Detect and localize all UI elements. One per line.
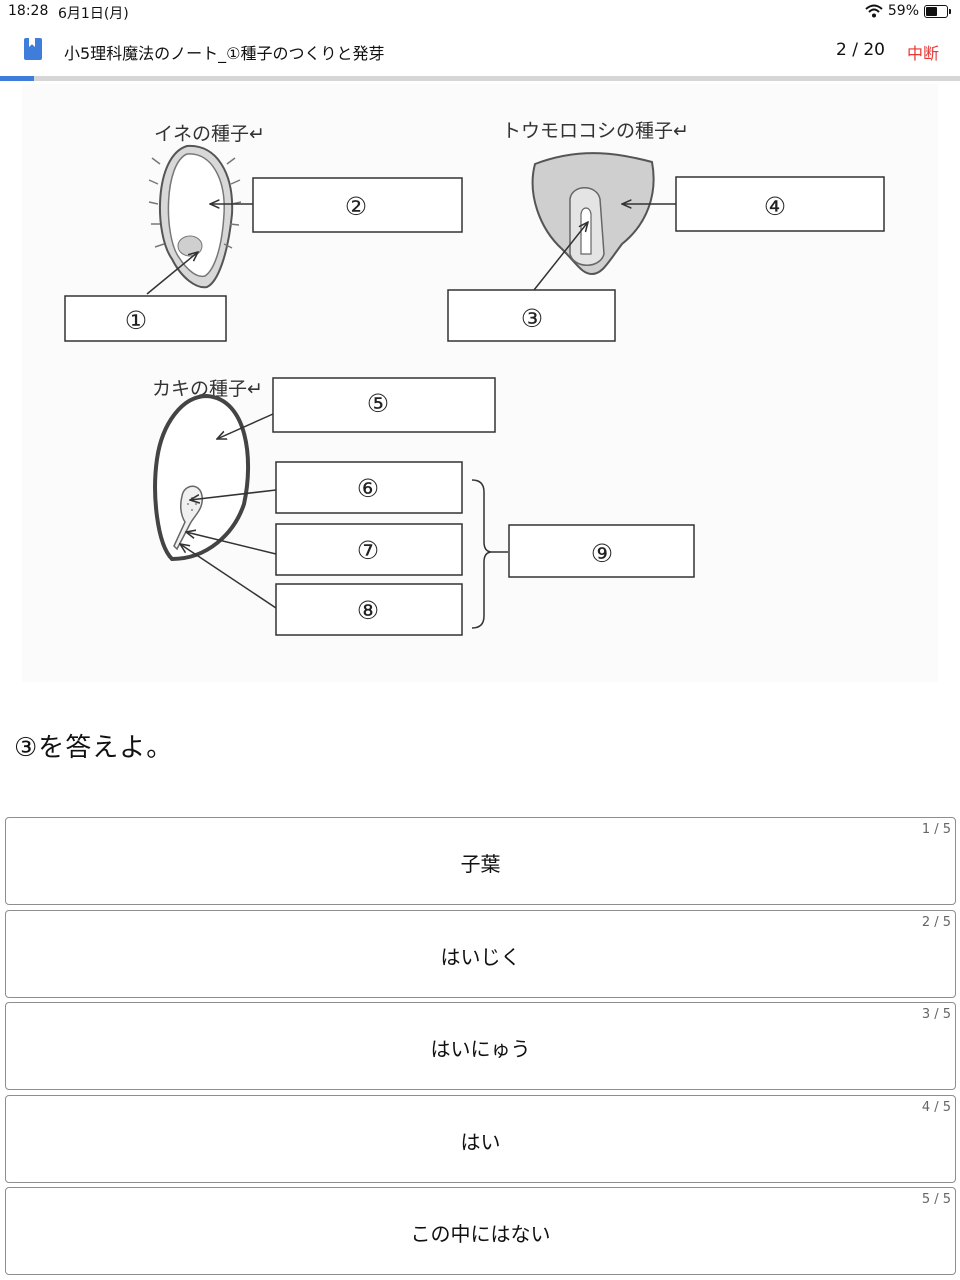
box-1: ① [64, 295, 227, 342]
choice-3-label: はいにゅう [430, 1037, 531, 1061]
box-9-label: ⑨ [591, 539, 613, 568]
box-8: ⑧ [275, 583, 463, 636]
choice-4[interactable]: 4 / 5 はい [5, 1095, 956, 1183]
battery-fill [926, 6, 937, 16]
choice-4-label: はい [460, 1130, 501, 1154]
progress-fill [0, 76, 34, 81]
corn-seed-illustration [531, 152, 655, 276]
status-bar: 18:28 6月1日(月) 59% [0, 0, 960, 24]
page-title: 小5理科魔法のノート_①種子のつくりと発芽 [64, 44, 385, 63]
box-8-label: ⑧ [357, 596, 379, 625]
status-right: 59% [865, 3, 951, 19]
header: 小5理科魔法のノート_①種子のつくりと発芽 2 / 20 中断 [0, 30, 960, 72]
battery-icon [924, 4, 951, 18]
progress-bar [0, 76, 960, 81]
persimmon-seed-illustration [153, 393, 251, 562]
choice-3[interactable]: 3 / 5 はいにゅう [5, 1002, 956, 1090]
box-9: ⑨ [508, 524, 695, 578]
wifi-icon [865, 4, 883, 18]
box-2: ② [252, 177, 463, 233]
box-6: ⑥ [275, 461, 463, 514]
question-text: ③を答えよ。 [14, 733, 174, 763]
choice-5[interactable]: 5 / 5 この中にはない [5, 1187, 956, 1275]
box-7-label: ⑦ [357, 536, 379, 565]
choice-5-label: この中にはない [410, 1222, 551, 1246]
choice-1-index: 1 / 5 [921, 822, 951, 837]
status-date: 6月1日(月) [58, 6, 129, 22]
battery-percent: 59% [887, 3, 919, 19]
choice-2[interactable]: 2 / 5 はいじく [5, 910, 956, 998]
ine-label: イネの種子↵ [154, 123, 265, 145]
choice-2-label: はいじく [440, 945, 521, 969]
box-1-label: ① [125, 306, 147, 335]
box-7: ⑦ [275, 523, 463, 576]
question-counter: 2 / 20 [836, 40, 885, 60]
choice-1-label: 子葉 [460, 852, 501, 876]
status-time: 18:28 [8, 3, 49, 19]
choice-2-index: 2 / 5 [921, 915, 951, 930]
choice-3-index: 3 / 5 [921, 1007, 951, 1022]
box-4: ④ [675, 176, 885, 232]
toumorokoshi-label: トウモロコシの種子↵ [502, 120, 689, 142]
box-3: ③ [447, 289, 616, 342]
box-2-label: ② [345, 192, 367, 221]
book-icon [24, 38, 42, 60]
choice-5-index: 5 / 5 [921, 1192, 951, 1207]
stop-button[interactable]: 中断 [907, 44, 940, 63]
rice-seed-illustration [148, 144, 242, 289]
choice-4-index: 4 / 5 [921, 1100, 951, 1115]
seed-diagram: イネの種子↵ トウモロコシの種子↵ カキの種子↵ [22, 84, 938, 682]
box-5: ⑤ [272, 377, 496, 433]
box-3-label: ③ [521, 304, 543, 333]
choice-1[interactable]: 1 / 5 子葉 [5, 817, 956, 905]
box-4-label: ④ [764, 192, 786, 221]
kaki-label: カキの種子↵ [152, 378, 263, 400]
box-5-label: ⑤ [367, 389, 389, 418]
box-6-label: ⑥ [357, 474, 379, 503]
